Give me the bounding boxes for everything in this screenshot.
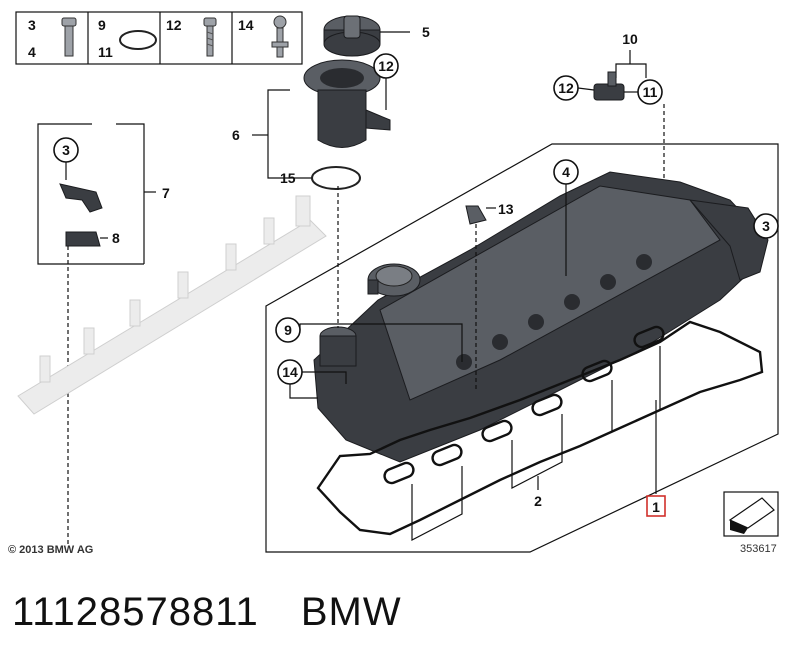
assembly-frame — [265, 143, 779, 553]
legend-cell-1-bottom: 4 — [28, 44, 36, 60]
figure-number: 353617 — [740, 543, 777, 555]
callout-12-b: 12 — [558, 80, 574, 96]
callout-4: 4 — [562, 164, 570, 180]
direction-symbol — [723, 491, 779, 537]
brand-name: BMW — [300, 590, 402, 634]
bracket-lower — [65, 231, 101, 247]
callout-1: 1 — [652, 499, 660, 515]
legend-cell-2-top: 9 — [98, 17, 106, 33]
legend-cell-1-top: 3 — [28, 17, 36, 33]
callout-11: 11 — [643, 84, 658, 100]
callout-8: 8 — [112, 230, 120, 246]
callout-1-highlight — [646, 495, 666, 517]
callout-15: 15 — [280, 170, 296, 186]
legend-cell-2-bottom: 11 — [98, 44, 113, 60]
pressure-control-valve — [367, 263, 421, 297]
part-caption: 11128578811 BMW — [12, 590, 444, 635]
fuel-rail-ghost — [17, 195, 327, 415]
callout-12-a: 12 — [378, 58, 394, 74]
part-number: 11128578811 — [12, 590, 259, 634]
spark-plug-seals — [383, 325, 665, 485]
callout-5: 5 — [422, 24, 430, 40]
screw-icon — [203, 17, 217, 57]
callout-13: 13 — [498, 201, 514, 217]
cover-gasket — [316, 320, 764, 536]
legend-frame — [15, 11, 303, 65]
stud-bolt-icon — [271, 15, 289, 58]
copyright-text: © 2013 BMW AG — [8, 544, 93, 556]
bolt-icon — [61, 17, 77, 57]
diagram-canvas: 3 4 9 11 12 14 5 — [8, 11, 779, 556]
callout-14: 14 — [282, 364, 298, 380]
filler-neck-o-ring — [311, 166, 361, 190]
bracket-upper — [59, 183, 103, 213]
callout-3-a: 3 — [62, 142, 70, 158]
callout-6: 6 — [232, 127, 240, 143]
legend-cell-3-top: 12 — [166, 17, 182, 33]
legend-cell-4-top: 14 — [238, 17, 254, 33]
cylinder-head-cover — [313, 171, 769, 463]
filler-neck — [303, 59, 391, 148]
callout-2: 2 — [534, 493, 542, 509]
filler-cap — [323, 15, 381, 57]
cover-filler-port — [319, 326, 357, 367]
o-ring-icon — [119, 30, 157, 50]
fastener-legend-box: 3 4 9 11 12 14 — [15, 11, 303, 65]
callout-9: 9 — [284, 322, 292, 338]
callout-3-b: 3 — [762, 218, 770, 234]
callout-7: 7 — [162, 185, 170, 201]
camshaft-sensor — [593, 71, 625, 101]
callout-10: 10 — [622, 31, 638, 47]
damper-clip — [465, 205, 487, 225]
